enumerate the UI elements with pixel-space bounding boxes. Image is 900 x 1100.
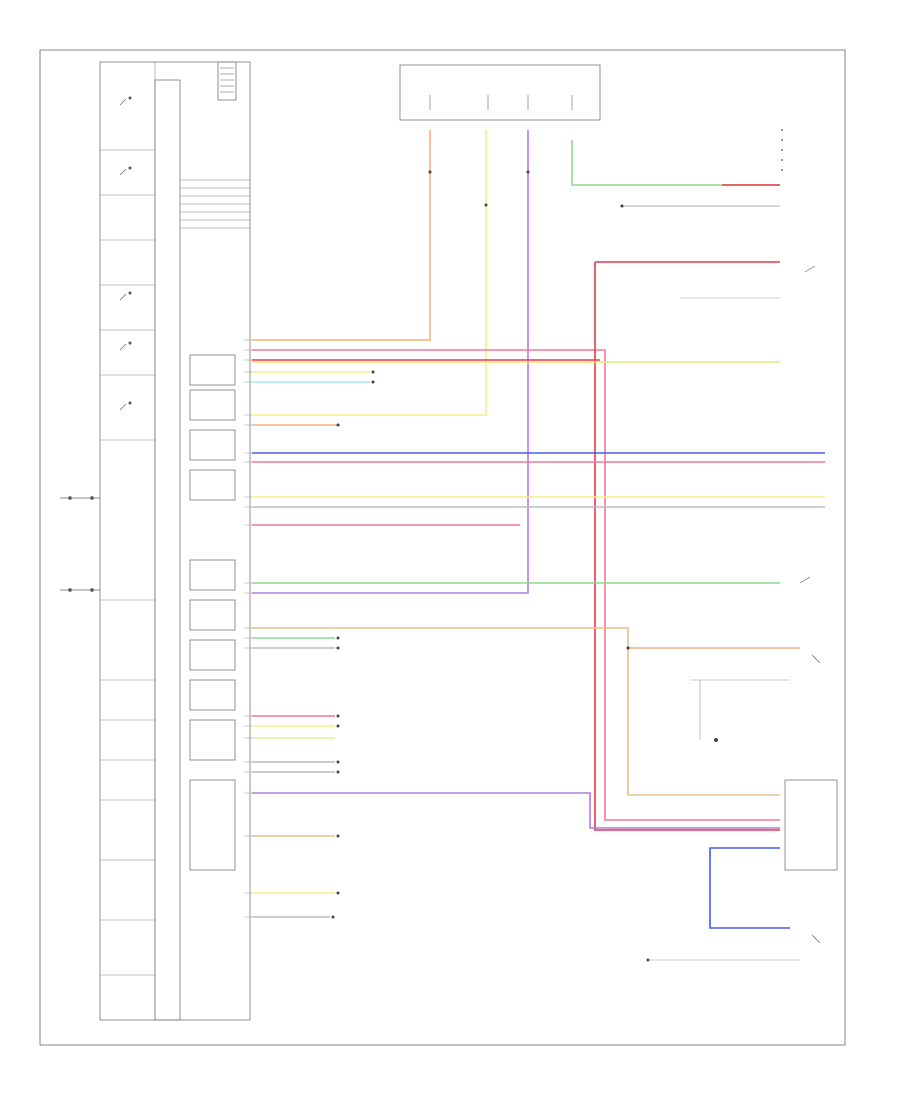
right-edge-marks: [781, 129, 783, 171]
wire-blue-loop: [709, 847, 790, 929]
combination-meter-box: [99, 61, 251, 1021]
center-top-connector: [217, 61, 237, 101]
wire-green-top: [571, 140, 780, 186]
diagram-frame: [39, 49, 846, 1046]
wire-purple-vertical: [252, 130, 529, 594]
wire-red-1: [252, 349, 780, 821]
center-ground-bars: [180, 179, 250, 229]
fuse-block: [399, 64, 601, 121]
center-module-boxes: [189, 354, 236, 871]
right-connector-box: [784, 779, 838, 871]
connector-pins: [244, 339, 252, 918]
wire-purple-long: [252, 792, 780, 829]
right-switch-icons: [799, 265, 821, 944]
left-switch-icons: [119, 96, 132, 411]
connection-dots: [331, 170, 718, 962]
wire-pink-2: [594, 261, 780, 831]
left-component-dividers: [100, 149, 155, 976]
wire-tan-long: [252, 627, 780, 796]
meter-connector-strip: [154, 79, 181, 1021]
left-ground-symbols: [60, 496, 100, 592]
wire-orange-vertical: [252, 130, 431, 341]
wire-yellow-vertical: [252, 130, 487, 416]
right-gray-wires: [648, 297, 800, 961]
